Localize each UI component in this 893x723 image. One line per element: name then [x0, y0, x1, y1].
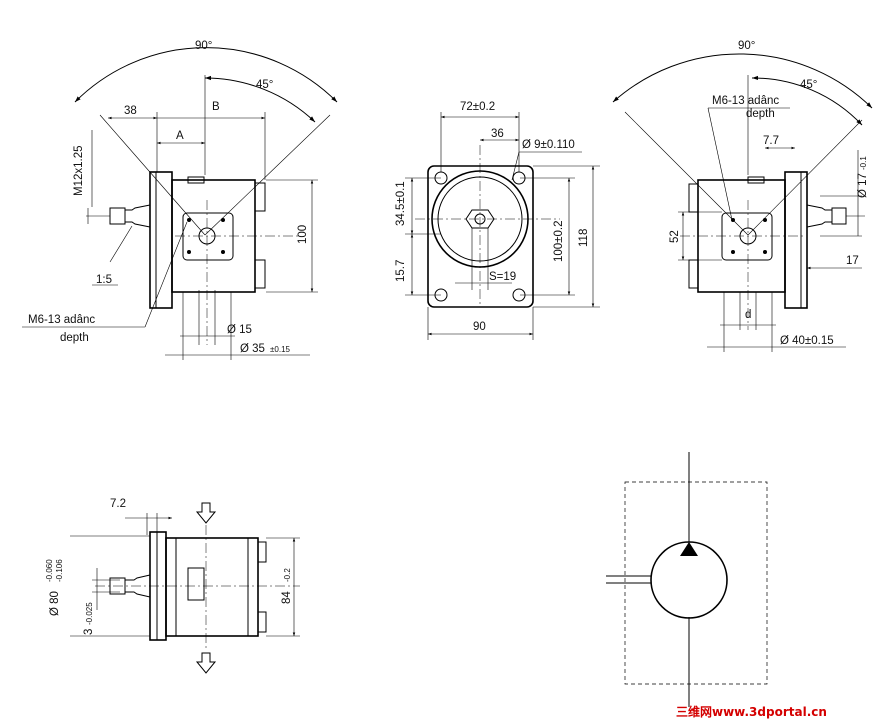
dia-15: Ø 15 [227, 324, 252, 336]
height-84-tol: -0.2 [283, 568, 292, 582]
symbol-boundary [624, 481, 768, 685]
bottom-body [165, 537, 259, 637]
dim-36: 36 [491, 128, 504, 140]
pilot-dia-80: Ø 80 [49, 591, 61, 616]
pilot-tol-upper: -0.060 [45, 559, 54, 582]
dim-17: 17 [846, 255, 859, 267]
angle-45-label-right: 45° [800, 79, 817, 91]
dia-35-tol: ±0.15 [270, 345, 291, 354]
dim-52: 52 [669, 230, 681, 243]
width-90: 90 [473, 321, 486, 333]
key-dim: 3 [83, 629, 95, 635]
height-100-tol: 100±0.2 [553, 221, 565, 263]
name-plate [187, 567, 205, 601]
flange-plate [427, 165, 534, 308]
flange-right [784, 171, 808, 309]
angle-90-label: 90° [195, 40, 212, 52]
width-72: 72±0.2 [460, 101, 495, 113]
height-118: 118 [578, 229, 590, 247]
pump-symbol [606, 452, 768, 707]
flow-in-arrow [195, 502, 217, 524]
offset-34-5: 34.5±0.1 [395, 181, 407, 226]
flow-triangle [680, 542, 698, 556]
angle-45-label: 45° [256, 79, 273, 91]
taper-label: 1:5 [96, 274, 112, 286]
tap-label-right: M6-13 adânc [712, 95, 779, 107]
shaft-dia-right: Ø 17 [857, 173, 869, 198]
front-view: 72±0.2 36 Ø 9±0.110 34.5±0.1 15.7 100±0.… [395, 101, 600, 340]
hole-dia: Ø 9±0.110 [522, 139, 575, 151]
tap-label: M6-13 adânc [28, 314, 95, 326]
port-face [182, 212, 234, 261]
thread-label: M12x1.25 [73, 145, 85, 196]
bottom-view: 7.2 Ø 80 -0.060 -0.106 3 -0.025 84 -0.2 [45, 498, 300, 674]
dim-7-7: 7.7 [763, 135, 779, 147]
height-100: 100 [297, 225, 309, 244]
tap-depth-label-right: depth [746, 108, 775, 120]
shaft [124, 204, 151, 228]
hex-size: S=19 [489, 271, 516, 283]
flow-out-arrow [195, 652, 217, 674]
dim-7-2: 7.2 [110, 498, 126, 510]
pilot-tol-lower: -0.106 [55, 559, 64, 582]
height-84: 84 [281, 591, 293, 604]
side-view-left: 90° 45° 38 B A M12x1.25 [22, 40, 338, 360]
pilot-dia-right: Ø 40±0.15 [780, 335, 834, 347]
dim-a: A [176, 130, 184, 142]
angle-90-label-right: 90° [738, 40, 755, 52]
shaft-right [806, 204, 833, 228]
tap-depth-label: depth [60, 332, 89, 344]
offset-15-7: 15.7 [395, 260, 407, 282]
angle-45-arc [204, 75, 316, 123]
shaft-tol-right: -0.1 [859, 156, 868, 170]
angle-90-arc [74, 47, 338, 103]
dim-d: d [745, 309, 751, 321]
dim-b: B [212, 101, 220, 113]
dim-38: 38 [124, 105, 137, 117]
dia-35: Ø 35 [240, 343, 265, 355]
angle-45-arc-right [751, 75, 863, 126]
watermark: 三维网www.3dportal.cn [676, 704, 827, 719]
key-tol: -0.025 [85, 602, 94, 625]
side-view-right: 90° 45° M6-13 adânc depth 7.7 Ø 17 [612, 40, 873, 352]
